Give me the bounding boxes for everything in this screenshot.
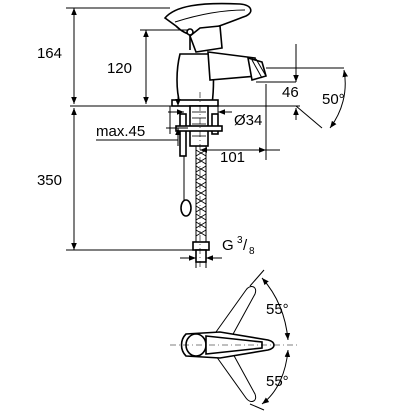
faucet-top-view bbox=[170, 269, 300, 411]
flexible-hoses bbox=[180, 146, 210, 263]
dim-thread-slash: / bbox=[243, 237, 248, 254]
faucet-side-body bbox=[163, 2, 267, 107]
dimension-lines bbox=[66, 7, 349, 268]
angle-lower: 55° bbox=[266, 373, 289, 390]
dim-aerator: 46 bbox=[282, 84, 299, 101]
dim-thread-num: 3 bbox=[237, 235, 243, 246]
dim-thread-den: 8 bbox=[249, 246, 255, 257]
dim-hose-length: 350 bbox=[37, 172, 62, 189]
under-deck-fixing bbox=[175, 105, 223, 157]
dim-reach: 101 bbox=[220, 149, 245, 166]
dim-hole-diameter: Ø34 bbox=[234, 112, 262, 129]
angle-upper: 55° bbox=[266, 301, 289, 318]
dim-spray-angle: 50° bbox=[322, 91, 345, 108]
dim-thread-g: G bbox=[222, 237, 234, 254]
dim-spout-height: 120 bbox=[107, 60, 132, 77]
dim-max-deck: max.45 bbox=[96, 123, 145, 140]
dim-total-height: 164 bbox=[37, 45, 62, 62]
